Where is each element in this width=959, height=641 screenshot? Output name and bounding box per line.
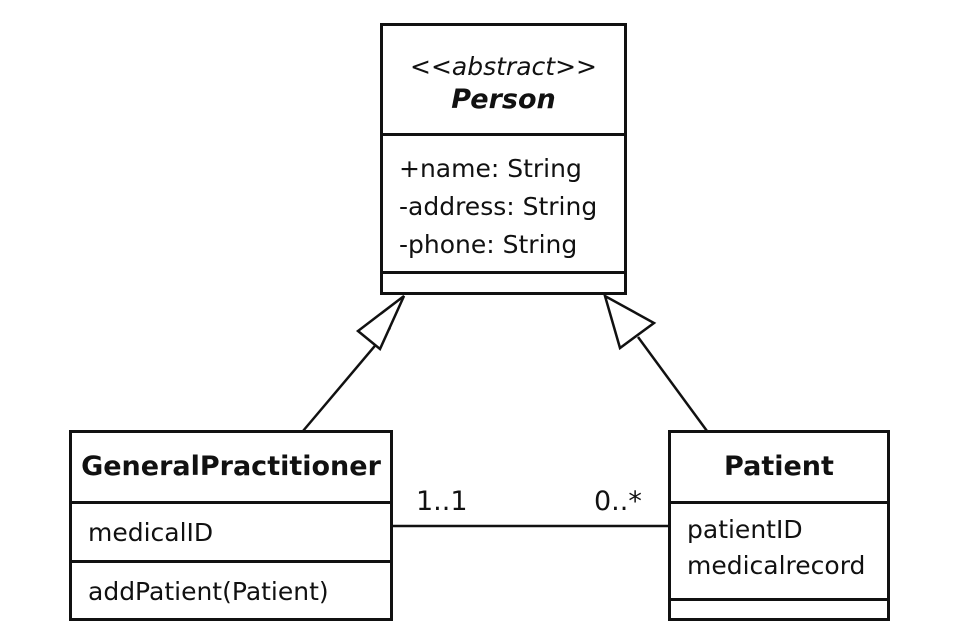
person-header: <<abstract>> Person	[383, 26, 624, 136]
patient-attribute: medicalrecord	[687, 551, 866, 580]
gp-attributes: medicalID	[72, 504, 390, 563]
gp-multiplicity: 1..1	[416, 486, 468, 517]
patient-generalization-arrowhead	[602, 293, 657, 351]
person-operations	[383, 274, 624, 292]
gp-class-name: GeneralPractitioner	[81, 451, 381, 482]
gp-operations: addPatient(Patient)	[72, 563, 390, 618]
general-practitioner-class: GeneralPractitioner medicalID addPatient…	[69, 430, 393, 621]
patient-operations	[671, 601, 887, 618]
person-class: <<abstract>> Person +name: String -addre…	[380, 23, 627, 295]
patient-attributes: patientID medicalrecord	[671, 504, 887, 601]
person-attribute: -phone: String	[399, 230, 578, 259]
person-stereotype: <<abstract>>	[410, 52, 597, 81]
patient-class-name: Patient	[724, 451, 834, 482]
gp-header: GeneralPractitioner	[72, 433, 390, 504]
gp-operation: addPatient(Patient)	[88, 577, 329, 606]
patient-attribute: patientID	[687, 515, 803, 544]
patient-generalization-line	[636, 336, 709, 432]
person-class-name: Person	[451, 84, 556, 115]
gp-attribute: medicalID	[88, 518, 214, 547]
person-attributes: +name: String -address: String -phone: S…	[383, 136, 624, 274]
gp-generalization-arrowhead	[355, 295, 406, 351]
patient-class: Patient patientID medicalrecord	[668, 430, 890, 621]
person-attribute: +name: String	[399, 154, 582, 183]
person-attribute: -address: String	[399, 192, 598, 221]
patient-header: Patient	[671, 433, 887, 504]
patient-multiplicity: 0..*	[594, 486, 642, 517]
